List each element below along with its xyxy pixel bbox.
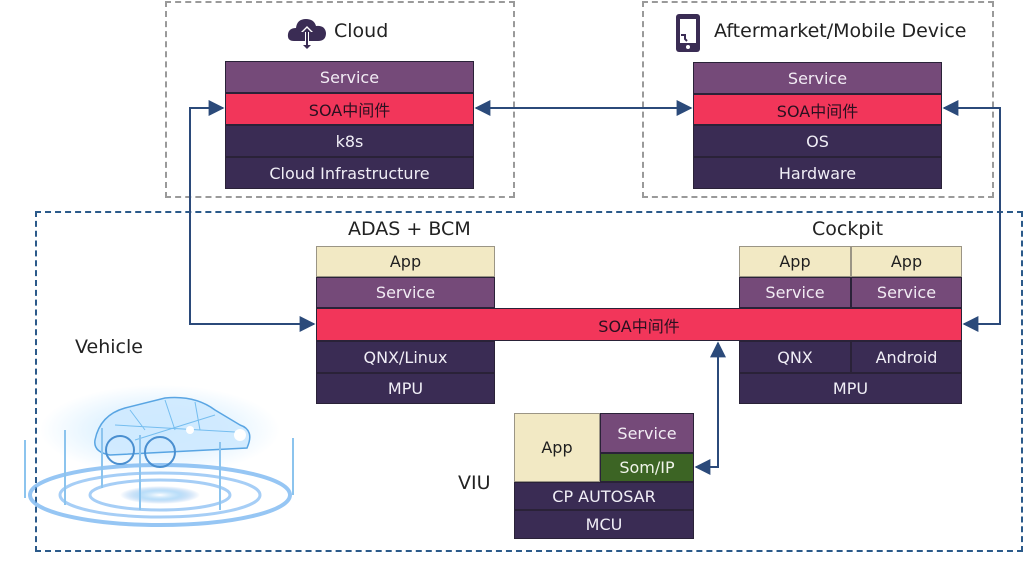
mobile-hardware-layer: Hardware [693, 157, 942, 189]
viu-cp-autosar-layer: CP AUTOSAR [514, 482, 694, 510]
cockpit-title: Cockpit [812, 218, 884, 240]
cockpit-left-service-layer: Service [739, 277, 851, 308]
cockpit-mpu-layer: MPU [739, 373, 962, 404]
adas-app-layer: App [316, 246, 495, 277]
mobile-service-layer: Service [693, 62, 942, 94]
vehicle-soa-middleware-bar: SOA中间件 [316, 308, 962, 341]
cockpit-android-layer: Android [851, 341, 962, 373]
viu-som-ip-layer: Som/IP [600, 453, 694, 482]
adas-bcm-title: ADAS + BCM [348, 218, 471, 240]
mobile-os-layer: OS [693, 125, 942, 157]
vehicle-zone [35, 211, 1023, 552]
viu-middleware-arrow [694, 341, 726, 475]
cloud-title: Cloud [334, 20, 389, 42]
cloud-service-layer: Service [225, 61, 474, 93]
cloud-icon [286, 14, 328, 54]
mobile-device-icon [675, 13, 701, 53]
viu-app-layer: App [514, 413, 600, 482]
cloud-vehicle-arrow [189, 100, 316, 332]
mobile-soa-middleware-layer: SOA中间件 [693, 94, 942, 125]
adas-service-layer: Service [316, 277, 495, 308]
cockpit-left-app-layer: App [739, 246, 851, 277]
mobile-title: Aftermarket/Mobile Device [714, 20, 967, 42]
mobile-vehicle-arrow [942, 100, 1001, 332]
viu-service-layer: Service [600, 413, 694, 453]
cockpit-qnx-layer: QNX [739, 341, 851, 373]
mobile-zone [642, 1, 994, 198]
viu-mcu-layer: MCU [514, 510, 694, 539]
adas-mpu-layer: MPU [316, 373, 495, 404]
cloud-zone [165, 1, 515, 198]
adas-qnx-linux-layer: QNX/Linux [316, 341, 495, 373]
vehicle-title: Vehicle [75, 336, 143, 358]
holographic-car-image [15, 370, 315, 530]
viu-title: VIU [458, 472, 491, 494]
